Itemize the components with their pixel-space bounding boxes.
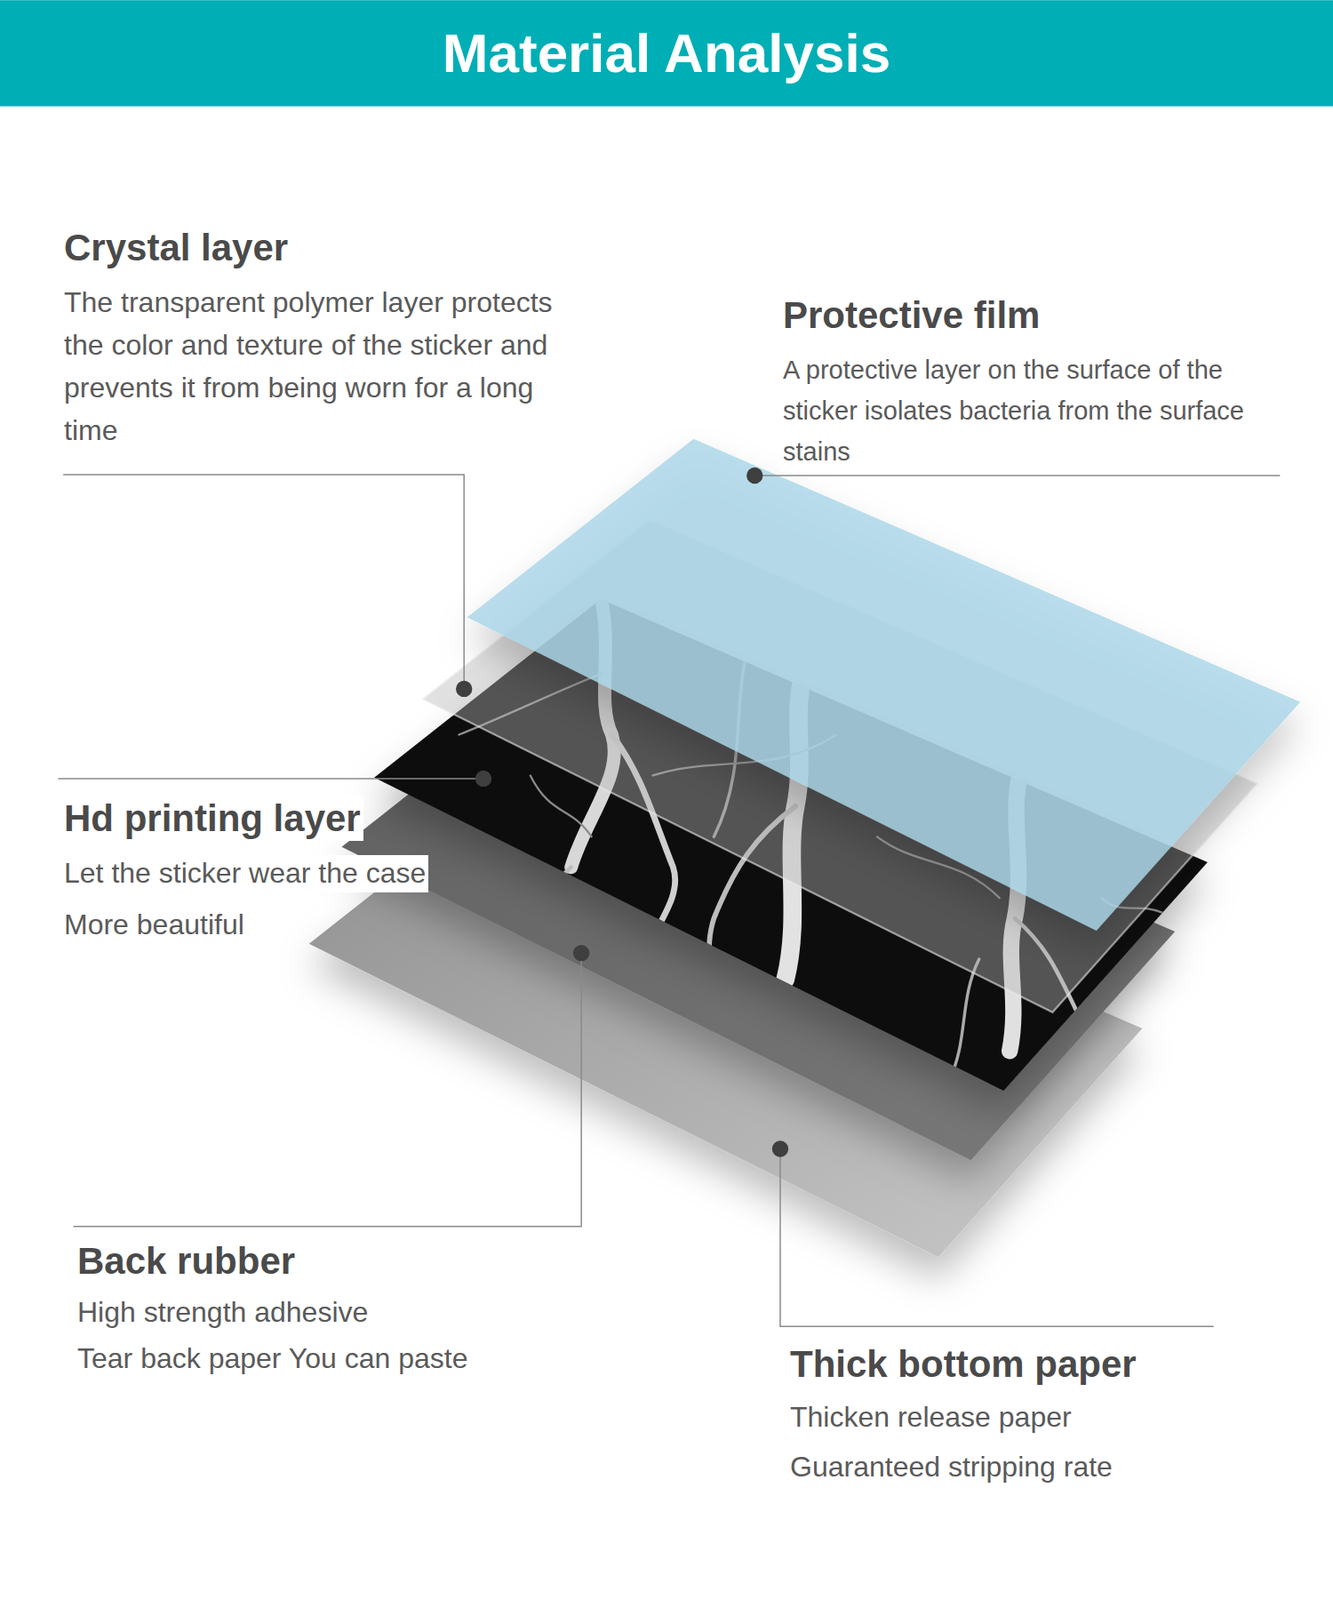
layer-description: The transparent polymer layer protects t… [61, 280, 565, 452]
leader-lines [57, 474, 1280, 1326]
layer-description: Let the sticker wear the case [61, 854, 429, 893]
layer-description: More beautiful [61, 906, 248, 944]
layer-heading: Back rubber [74, 1238, 298, 1284]
title-bar [0, 0, 1333, 106]
protective-film-layer [467, 439, 1302, 931]
layer-heading: Thick bottom paper [787, 1341, 1140, 1387]
layer-description: High strength adhesive [74, 1293, 371, 1332]
layer-heading: Hd printing layer [61, 796, 364, 841]
leader-dots [455, 467, 789, 1158]
layer-description: Tear back paper You can paste [74, 1340, 471, 1378]
layer-description: Guaranteed stripping rate [787, 1448, 1116, 1486]
layer-heading: Crystal layer [61, 225, 291, 271]
layer-description: A protective layer on the surface of the… [780, 350, 1248, 472]
page-title: Material Analysis [0, 0, 1333, 106]
layer-description: Thicken release paper [787, 1398, 1075, 1437]
layer-heading: Protective film [780, 293, 1043, 338]
